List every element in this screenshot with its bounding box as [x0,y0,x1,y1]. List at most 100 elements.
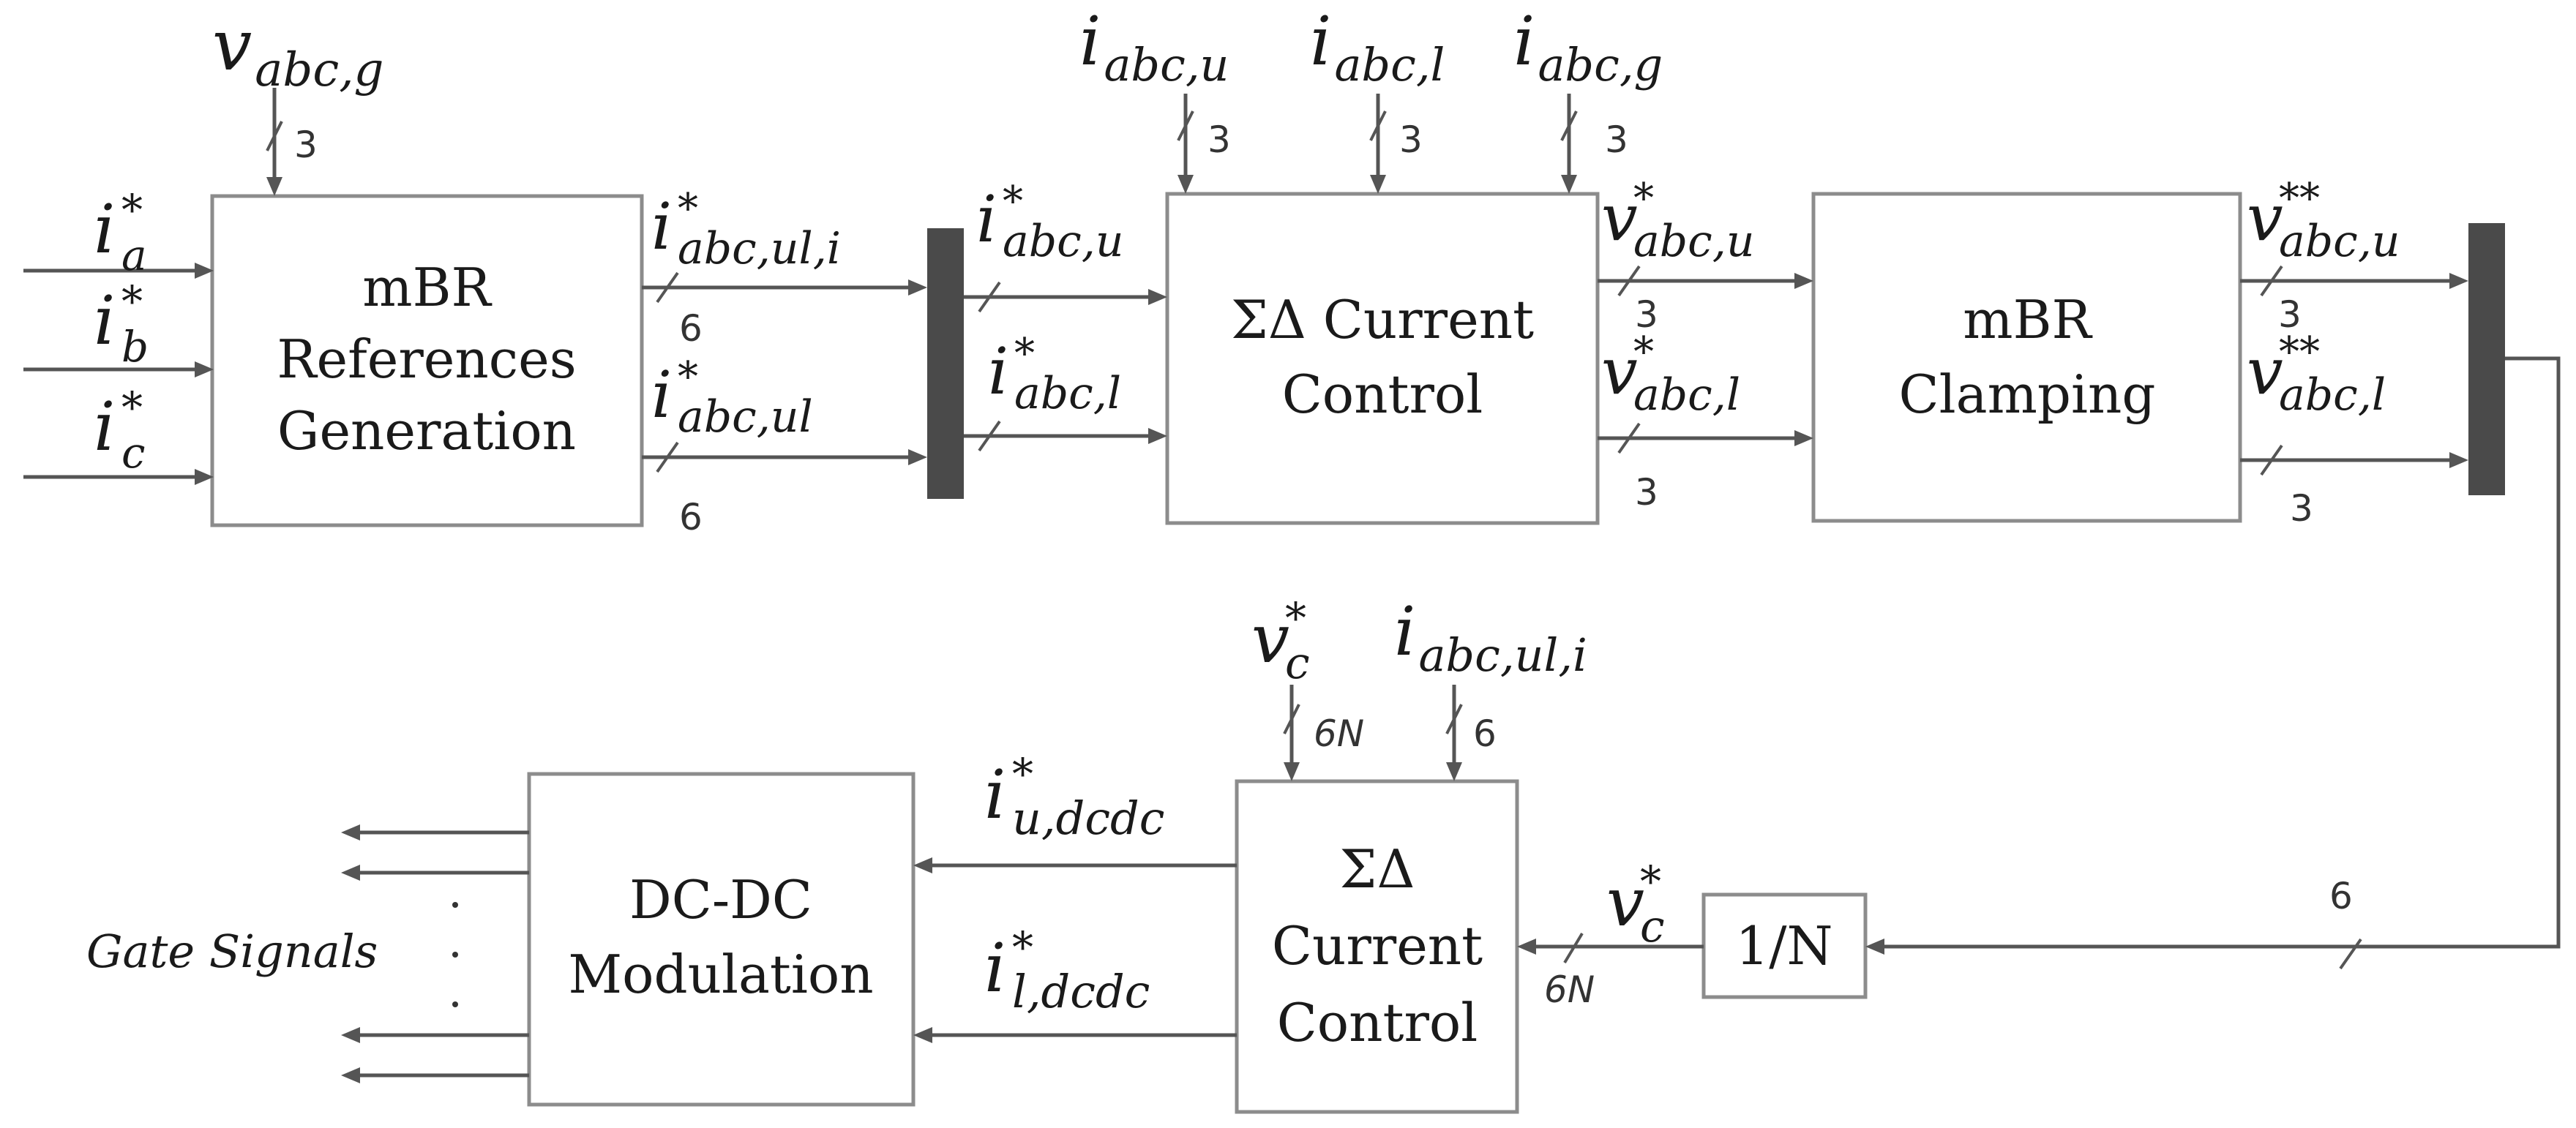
count-vg: 3 [294,124,318,166]
gate-signal-arrows [341,824,529,1083]
svg-text:v: v [1601,180,1638,255]
count-vu2: 3 [2278,293,2302,336]
count-ref-uli: 6 [679,307,703,350]
label-i-b: i * b [94,277,149,372]
count-iabcu: 3 [1208,119,1231,161]
wire-vc-mid [1517,932,1704,964]
count-iabcl: 3 [1399,119,1423,161]
input-wire-ic [23,469,214,485]
label-i-abc-ul-i-meas: iabc,ul,i [1394,593,1587,682]
svg-text:i: i [976,181,997,257]
svg-text:c: c [1285,638,1310,689]
wire-vl-ref2 [2240,444,2468,476]
wire-ref-uli [642,271,927,304]
input-wire-iabcg [1560,94,1578,194]
count-feedback: 6 [2329,875,2353,917]
svg-text:*: * [1633,328,1654,376]
svg-text:c: c [121,428,145,478]
svg-text:iabc,ul,i: iabc,ul,i [1394,593,1587,682]
mbr-clamping-block: mBR Clamping [1811,192,2242,523]
svg-text:*: * [678,185,698,233]
svg-text:v: v [2247,180,2283,255]
label-i-a: i * a [94,185,147,280]
wire-il-ref [964,420,1167,452]
svg-text:iabc,u: iabc,u [1079,2,1229,91]
wire-vu-ref2 [2240,265,2468,297]
label-i-c: i * c [94,383,145,478]
svg-text:i: i [651,189,672,264]
sigma-delta-current-control-top-block: ΣΔ Current Control [1165,192,1600,525]
wire-vu-ref [1598,265,1813,297]
svg-text:v: v [1251,600,1289,678]
svg-text:abc,u: abc,u [2279,216,2400,267]
svg-text:abc,l: abc,l [1014,368,1121,419]
label-i-abc-l: iabc,l [1310,2,1445,91]
label-v-abc-l-ref: v * abc,l [1601,328,1740,421]
label-v-abc-l-ref2: v ** abc,l [2247,328,2386,421]
svg-text:v: v [1601,334,1638,409]
one-over-n-label: 1/N [1735,915,1832,977]
svg-text:i: i [984,756,1006,834]
svg-text:*: * [678,353,698,401]
input-wire-ib [23,361,214,377]
svg-text:i: i [94,282,115,360]
wire-il-dcdc [913,1027,1237,1043]
svg-text:u,dcdc: u,dcdc [1012,792,1164,845]
label-v-abc-u-ref: v * abc,u [1601,175,1755,267]
wire-iu-ref [964,281,1167,313]
svg-text:i: i [651,357,672,432]
gate-signal-ellipsis [452,902,458,1007]
input-wire-iabcl [1369,94,1387,194]
count-vl: 3 [1635,471,1658,514]
sigma-cc-top-line-1: ΣΔ Current [1231,289,1534,350]
mbr-clamping-line-2: Clamping [1899,364,2156,425]
label-v-abc-g: vabc,g [212,4,384,97]
svg-text:**: ** [2279,175,2320,222]
svg-text:abc,u: abc,u [1633,216,1755,267]
bus-bar-left [927,228,964,499]
label-i-abc-l-ref: i * abc,l [988,330,1121,419]
bus-bar-right [2468,223,2505,495]
mbr-references-block: mBR References Generation [210,194,644,527]
count-vl2: 3 [2290,487,2313,530]
svg-text:*: * [121,277,143,326]
sigma-cc-bottom-line-3: Control [1277,992,1478,1053]
svg-text:*: * [121,383,143,432]
svg-text:abc,ul,i: abc,ul,i [678,223,841,274]
dcdc-modulation-block: DC-DC Modulation [527,772,916,1107]
svg-text:*: * [1014,330,1035,377]
svg-text:*: * [1012,749,1033,799]
dcdc-modulation-line-1: DC-DC [629,869,812,930]
count-ref-ul: 6 [679,496,703,538]
svg-text:*: * [1012,922,1033,972]
input-wire-iabcu [1177,94,1194,194]
wire-ref-ul [642,441,927,473]
svg-text:abc,ul: abc,ul [678,391,813,443]
one-over-n-block: 1/N [1701,892,1868,999]
svg-text:i: i [988,334,1008,409]
sigma-cc-top-line-2: Control [1282,364,1483,425]
input-wire-vg [266,88,283,196]
svg-text:*: * [1003,178,1023,225]
mbr-references-line-1: mBR [362,257,492,318]
svg-text:iabc,l: iabc,l [1310,2,1445,91]
sigma-cc-bottom-line-2: Current [1272,915,1483,977]
label-i-u-dcdc: i * u,dcdc [984,749,1164,845]
label-i-abc-g: iabc,g [1513,2,1663,91]
sigma-cc-bottom-line-1: ΣΔ [1340,838,1415,900]
label-v-abc-u-ref2: v ** abc,u [2247,175,2400,267]
input-wire-iuli [1445,685,1463,781]
mbr-references-line-2: References [277,328,576,390]
svg-text:l,dcdc: l,dcdc [1012,965,1150,1018]
gate-signals-label: Gate Signals [86,925,378,978]
label-i-abc-ul-i-ref: i * abc,ul,i [651,185,841,274]
count-vc-mid: 6N [1544,969,1595,1011]
label-v-c-top: v * c [1251,593,1310,689]
svg-text:*: * [121,185,143,235]
svg-text:*: * [1285,593,1306,643]
input-wire-ia [23,263,214,279]
svg-text:i: i [94,190,115,268]
label-i-abc-u-ref: i * abc,u [976,178,1124,267]
count-iuli: 6 [1473,712,1497,755]
svg-text:v: v [1606,863,1644,941]
